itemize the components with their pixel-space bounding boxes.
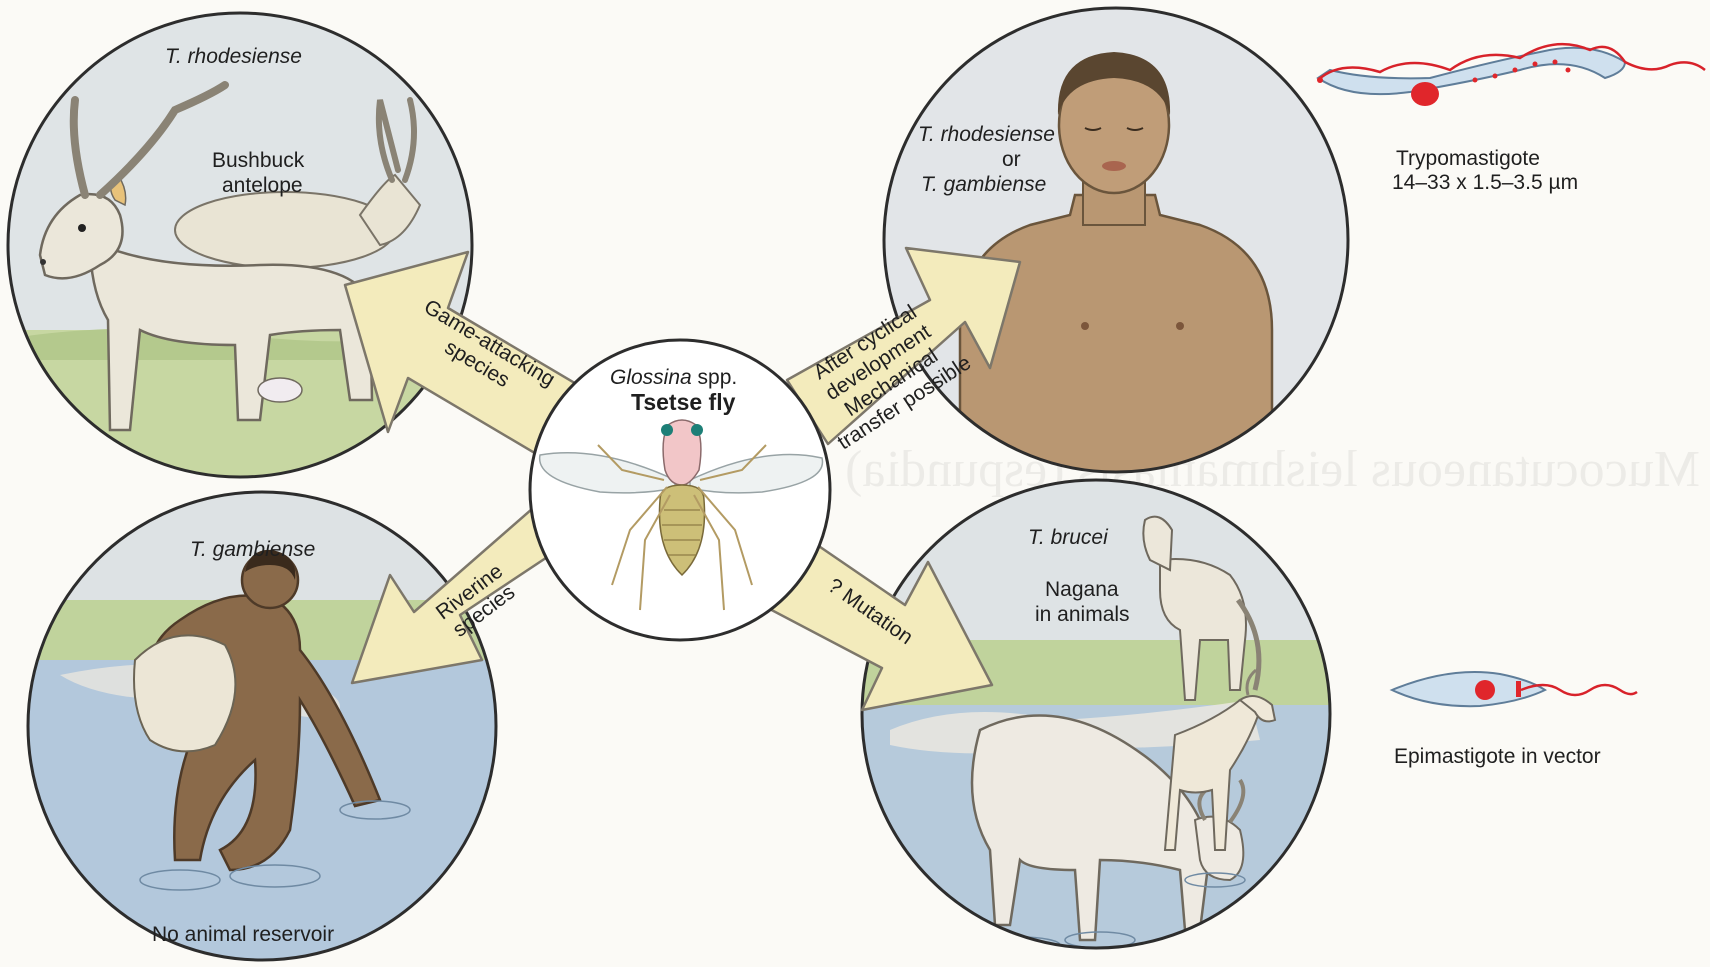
caption-no-reservoir: No animal reservoir xyxy=(152,922,334,947)
circle-bottom-right xyxy=(860,480,1340,965)
species-label-top-right-or: or xyxy=(1002,147,1021,172)
vector-common-name: Tsetse fly xyxy=(631,390,735,415)
species-label-top-left: T. rhodesiense xyxy=(165,44,302,69)
species-label-bottom-left: T. gambiense xyxy=(190,537,315,562)
vector-genus-label: Glossina spp. xyxy=(610,365,737,390)
epimastigote-drawing xyxy=(1392,672,1637,706)
circle-top-left xyxy=(0,13,480,490)
host-label-bushbuck: Bushbuck xyxy=(212,148,304,173)
circle-bottom-left xyxy=(20,492,520,967)
trypomastigote-drawing xyxy=(1317,44,1705,106)
trypomastigote-label: Trypomastigote xyxy=(1396,146,1540,171)
circle-top-right xyxy=(884,8,1348,480)
host-label-in-animals: in animals xyxy=(1035,602,1130,627)
host-label-antelope: antelope xyxy=(222,173,303,198)
species-label-top-right-1: T. rhodesiense xyxy=(918,122,1055,147)
vector-genus-name: Glossina xyxy=(610,366,692,389)
trypomastigote-size: 14–33 x 1.5–3.5 µm xyxy=(1392,170,1578,195)
species-label-top-right-2: T. gambiense xyxy=(921,172,1046,197)
epimastigote-label: Epimastigote in vector xyxy=(1394,744,1601,769)
species-label-bottom-right: T. brucei xyxy=(1028,525,1108,550)
host-label-nagana: Nagana xyxy=(1045,577,1119,602)
vector-genus-suffix: spp. xyxy=(692,366,738,389)
